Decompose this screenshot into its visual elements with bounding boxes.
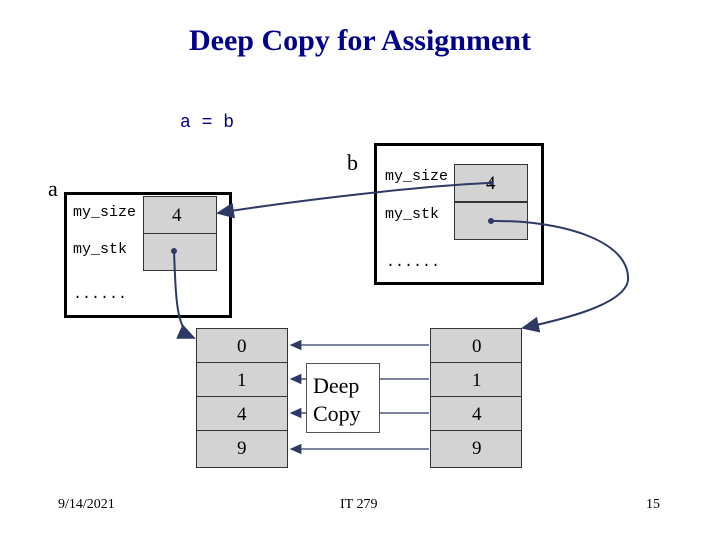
array-right-cell-1: 1	[472, 370, 482, 391]
object-b-size-label: my_size	[385, 168, 449, 185]
arrow-b-stk	[490, 219, 630, 333]
array-right-divider	[430, 430, 522, 431]
deep-copy-line1: Deep	[313, 373, 360, 398]
deep-copy-label: Deep Copy	[313, 372, 361, 428]
arrow-a-stk	[173, 250, 196, 339]
array-right-divider	[430, 396, 522, 397]
deep-copy-line2: Copy	[313, 401, 361, 426]
object-a-size-value: 4	[172, 205, 182, 226]
array-left-cell-2: 4	[237, 404, 247, 425]
object-b-stk-label: my_stk	[385, 206, 440, 223]
array-left-cell-3: 9	[237, 438, 247, 459]
array-left-divider	[196, 430, 288, 431]
object-a-name: a	[48, 176, 58, 201]
object-a-size-label: my_size	[73, 204, 137, 221]
object-a-size-cell	[143, 196, 217, 234]
array-right-cell-3: 9	[472, 438, 482, 459]
array-right-divider	[430, 362, 522, 363]
pointer-dot-b-stk	[488, 218, 494, 224]
array-right	[430, 328, 522, 468]
pointer-dot-a-stk	[171, 248, 177, 254]
object-a-dots: ......	[73, 286, 128, 303]
slide-title: Deep Copy for Assignment	[189, 24, 531, 57]
array-left	[196, 328, 288, 468]
footer-course: IT 279	[340, 497, 378, 512]
pointer-dot-b-size	[489, 181, 493, 185]
array-left-cell-1: 1	[237, 370, 247, 391]
arrow-size-copy	[216, 182, 492, 219]
object-b-name: b	[347, 150, 358, 175]
assignment-code: a = b	[180, 113, 235, 133]
footer-page-number: 15	[646, 497, 660, 512]
array-right-cell-2: 4	[472, 404, 482, 425]
array-right-cell-0: 0	[472, 336, 482, 357]
footer-date: 9/14/2021	[58, 497, 115, 512]
array-left-divider	[196, 362, 288, 363]
array-left-divider	[196, 396, 288, 397]
array-left-cell-0: 0	[237, 336, 247, 357]
object-b-dots: ......	[386, 254, 441, 271]
object-a-stk-label: my_stk	[73, 241, 128, 258]
deep-copy-box	[306, 363, 380, 433]
object-a-stk-cell	[143, 233, 217, 271]
